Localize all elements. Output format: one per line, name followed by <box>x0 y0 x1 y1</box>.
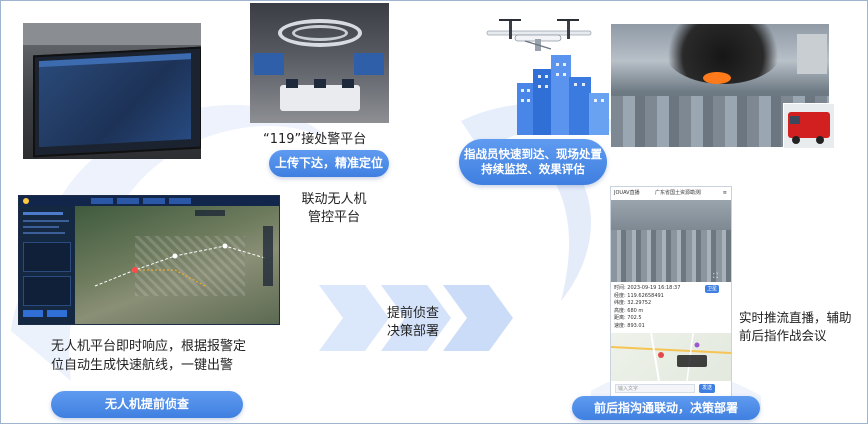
commander-pill: 指战员快速到达、现场处置 持续监控、效果评估 <box>459 139 607 185</box>
phone-street-map[interactable] <box>611 333 731 381</box>
drone-platform-screenshot <box>18 195 280 325</box>
panel-action-button[interactable] <box>23 310 43 317</box>
distant-tower <box>797 34 827 74</box>
platform-topbar <box>19 196 279 206</box>
telemetry-altitude: 高度: 680 m <box>614 307 644 314</box>
fixed-wing-drone-illustration <box>486 19 592 51</box>
process-chevrons <box>319 285 513 351</box>
panel-table <box>23 242 71 272</box>
drone-description-line2: 位自动生成快速航线，一键出警 <box>51 358 234 373</box>
commander-pill-line1: 指战员快速到达、现场处置 <box>464 147 602 161</box>
send-button[interactable]: 发送 <box>699 384 715 393</box>
desk-monitor <box>342 79 354 88</box>
map-tool-column[interactable] <box>263 226 273 286</box>
map-search-box[interactable] <box>195 210 225 216</box>
live-description-line1: 实时推流直播，辅助 <box>739 310 852 325</box>
panel-line <box>23 220 69 222</box>
monitor-map <box>39 53 191 148</box>
platform-label: 联动无人机 管控平台 <box>289 191 379 227</box>
platform-nav-tab[interactable] <box>117 198 139 204</box>
phone-video-feed[interactable]: ⛶ <box>611 200 731 282</box>
phone-live-screenshot: JOUAV直播 广东省国土资源勘测院 ≡ ⛶ 时间: 2023-09-19 16… <box>610 186 732 397</box>
map-distance-tooltip <box>677 355 707 367</box>
platform-logo-icon <box>23 198 29 204</box>
ceiling-ring-light <box>278 19 362 47</box>
call-center-title: “119”接处警平台 <box>263 132 367 147</box>
message-input[interactable]: 输入文字 <box>615 384 695 393</box>
recon-label: 提前侦查 决策部署 <box>387 305 467 341</box>
phone-menu-icon[interactable]: ≡ <box>722 190 727 196</box>
platform-nav-tab[interactable] <box>143 198 165 204</box>
drone-description: 无人机平台即时响应，根据报警定 位自动生成快速航线，一键出警 <box>51 337 291 375</box>
monitor-wall <box>23 23 201 45</box>
phone-app-name: JOUAV直播 <box>614 190 640 196</box>
video-rooftops <box>611 230 731 282</box>
telemetry-speed: 速度: 893.01 <box>614 322 645 329</box>
telemetry-distance: 距离: 702.5 <box>614 315 642 322</box>
platform-sidebar-panel <box>19 206 75 324</box>
panel-table <box>23 276 71 306</box>
platform-nav-tab[interactable] <box>91 198 113 204</box>
wall-screen-right <box>354 53 384 75</box>
front-back-command-pill: 前后指沟通联动，决策部署 <box>572 396 760 420</box>
drone-description-line1: 无人机平台即时响应，根据报警定 <box>51 339 247 354</box>
control-room-photo <box>250 3 389 123</box>
telemetry-latitude: 纬度: 32.29752 <box>614 300 652 307</box>
platform-label-line1: 联动无人机 <box>301 192 367 207</box>
monitor-screen <box>33 46 201 158</box>
chevron-3 <box>443 285 513 351</box>
recon-label-line2: 决策部署 <box>387 324 440 339</box>
monitor-photo <box>23 23 201 159</box>
drone-recon-pill: 无人机提前侦查 <box>51 391 243 418</box>
street-map-lines <box>611 333 731 381</box>
flight-route-overlay <box>94 243 266 287</box>
panel-action-button[interactable] <box>47 310 67 317</box>
call-center-pill: 上传下达，精准定位 <box>269 150 389 177</box>
live-stream-description: 实时推流直播，辅助 前后指作战会议 <box>739 309 863 345</box>
fire-flame <box>703 72 731 84</box>
platform-nav-tab[interactable] <box>169 198 191 204</box>
telemetry-longitude: 经度: 119.62658491 <box>614 292 664 299</box>
fire-truck-wheel <box>816 136 824 144</box>
recon-label-line1: 提前侦查 <box>387 306 440 321</box>
fire-truck-wheel <box>792 136 800 144</box>
chevron-2 <box>381 285 451 351</box>
phone-telemetry-panel: 时间: 2023-09-19 16:18:37 经度: 119.62658491… <box>614 285 698 331</box>
fullscreen-icon[interactable]: ⛶ <box>713 272 718 280</box>
panel-line <box>23 226 59 228</box>
panel-line <box>23 232 65 234</box>
live-description-line2: 前后指作战会议 <box>739 328 827 343</box>
city-buildings-illustration <box>517 55 609 135</box>
phone-app-header: JOUAV直播 广东省国土资源勘测院 ≡ <box>611 187 731 201</box>
map-layer-button[interactable]: 卫星 <box>705 285 719 293</box>
chevron-1 <box>319 285 389 351</box>
desk-monitor <box>286 79 298 88</box>
platform-satellite-map[interactable] <box>75 206 279 324</box>
commander-pill-line2: 持续监控、效果评估 <box>481 162 585 176</box>
platform-label-line2: 管控平台 <box>307 210 360 225</box>
fire-truck-window <box>790 116 800 124</box>
fire-truck-photo <box>783 103 835 149</box>
ceiling-ring-inner <box>292 25 348 41</box>
desk-monitor <box>314 79 326 88</box>
console-desk <box>280 85 360 111</box>
wall-screen-left <box>254 53 284 75</box>
phone-header-title: 广东省国土资源勘测院 <box>655 190 701 196</box>
telemetry-time: 时间: 2023-09-19 16:18:37 <box>614 285 681 291</box>
panel-line <box>23 212 63 215</box>
